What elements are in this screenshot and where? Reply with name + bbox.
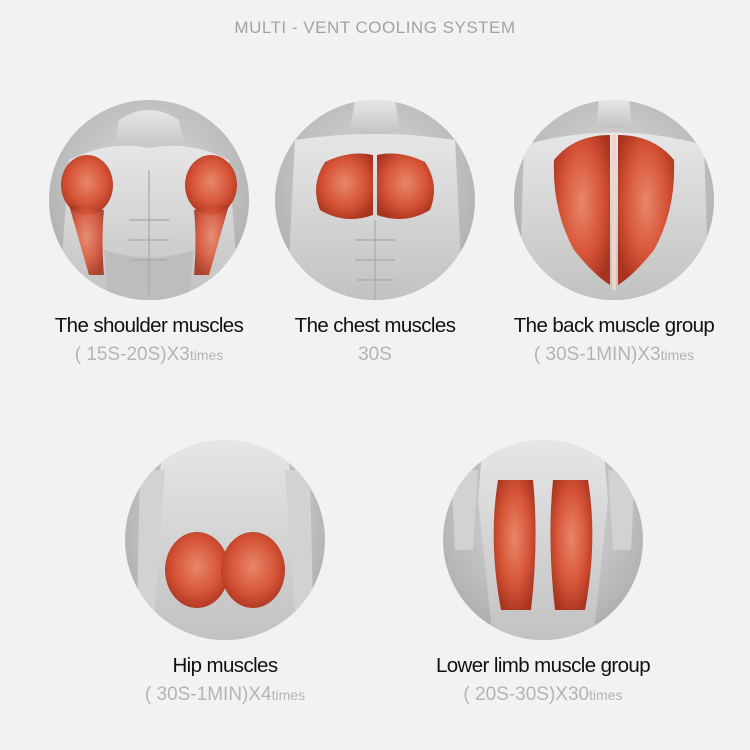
lower-limb-muscles-illustration (443, 440, 643, 640)
card-duration: 30S (358, 344, 392, 365)
left-deltoid (61, 155, 113, 215)
right-pectoral (377, 153, 434, 219)
card-back-muscle-group: The back muscle group ( 30S-1MIN)X3times (489, 100, 739, 366)
shoulder-muscles-illustration (49, 100, 249, 300)
card-title: The shoulder muscles (54, 314, 244, 337)
card-duration: ( 30S-1MIN)X4times (144, 684, 306, 705)
card-chest-muscles: The chest muscles 30S (250, 100, 500, 366)
page-title: MULTI - VENT COOLING SYSTEM (234, 18, 516, 37)
back-muscles-illustration (514, 100, 714, 300)
chest-muscles-illustration (275, 100, 475, 300)
card-shoulder-muscles: The shoulder muscles ( 15S-20S)X3times (24, 100, 274, 366)
card-title: Lower limb muscle group (435, 654, 651, 677)
card-hip-muscles: Hip muscles ( 30S-1MIN)X4times (100, 440, 350, 706)
left-gluteus (165, 532, 229, 608)
right-quadriceps (550, 480, 593, 610)
right-deltoid (185, 155, 237, 215)
right-gluteus (221, 532, 285, 608)
hip-muscles-illustration (125, 440, 325, 640)
card-title: The back muscle group (513, 314, 715, 337)
left-back-muscles (553, 135, 610, 285)
card-lower-limb-muscle-group: Lower limb muscle group ( 20S-30S)X30tim… (418, 440, 668, 706)
left-pectoral (316, 153, 373, 219)
card-duration: ( 20S-30S)X30times (463, 684, 623, 705)
card-title: The chest muscles (294, 314, 456, 337)
card-duration: ( 15S-20S)X3times (74, 344, 224, 365)
right-back-muscles (618, 135, 675, 285)
card-duration: ( 30S-1MIN)X3times (533, 344, 695, 365)
left-quadriceps (493, 480, 536, 610)
card-title: Hip muscles (172, 654, 278, 677)
